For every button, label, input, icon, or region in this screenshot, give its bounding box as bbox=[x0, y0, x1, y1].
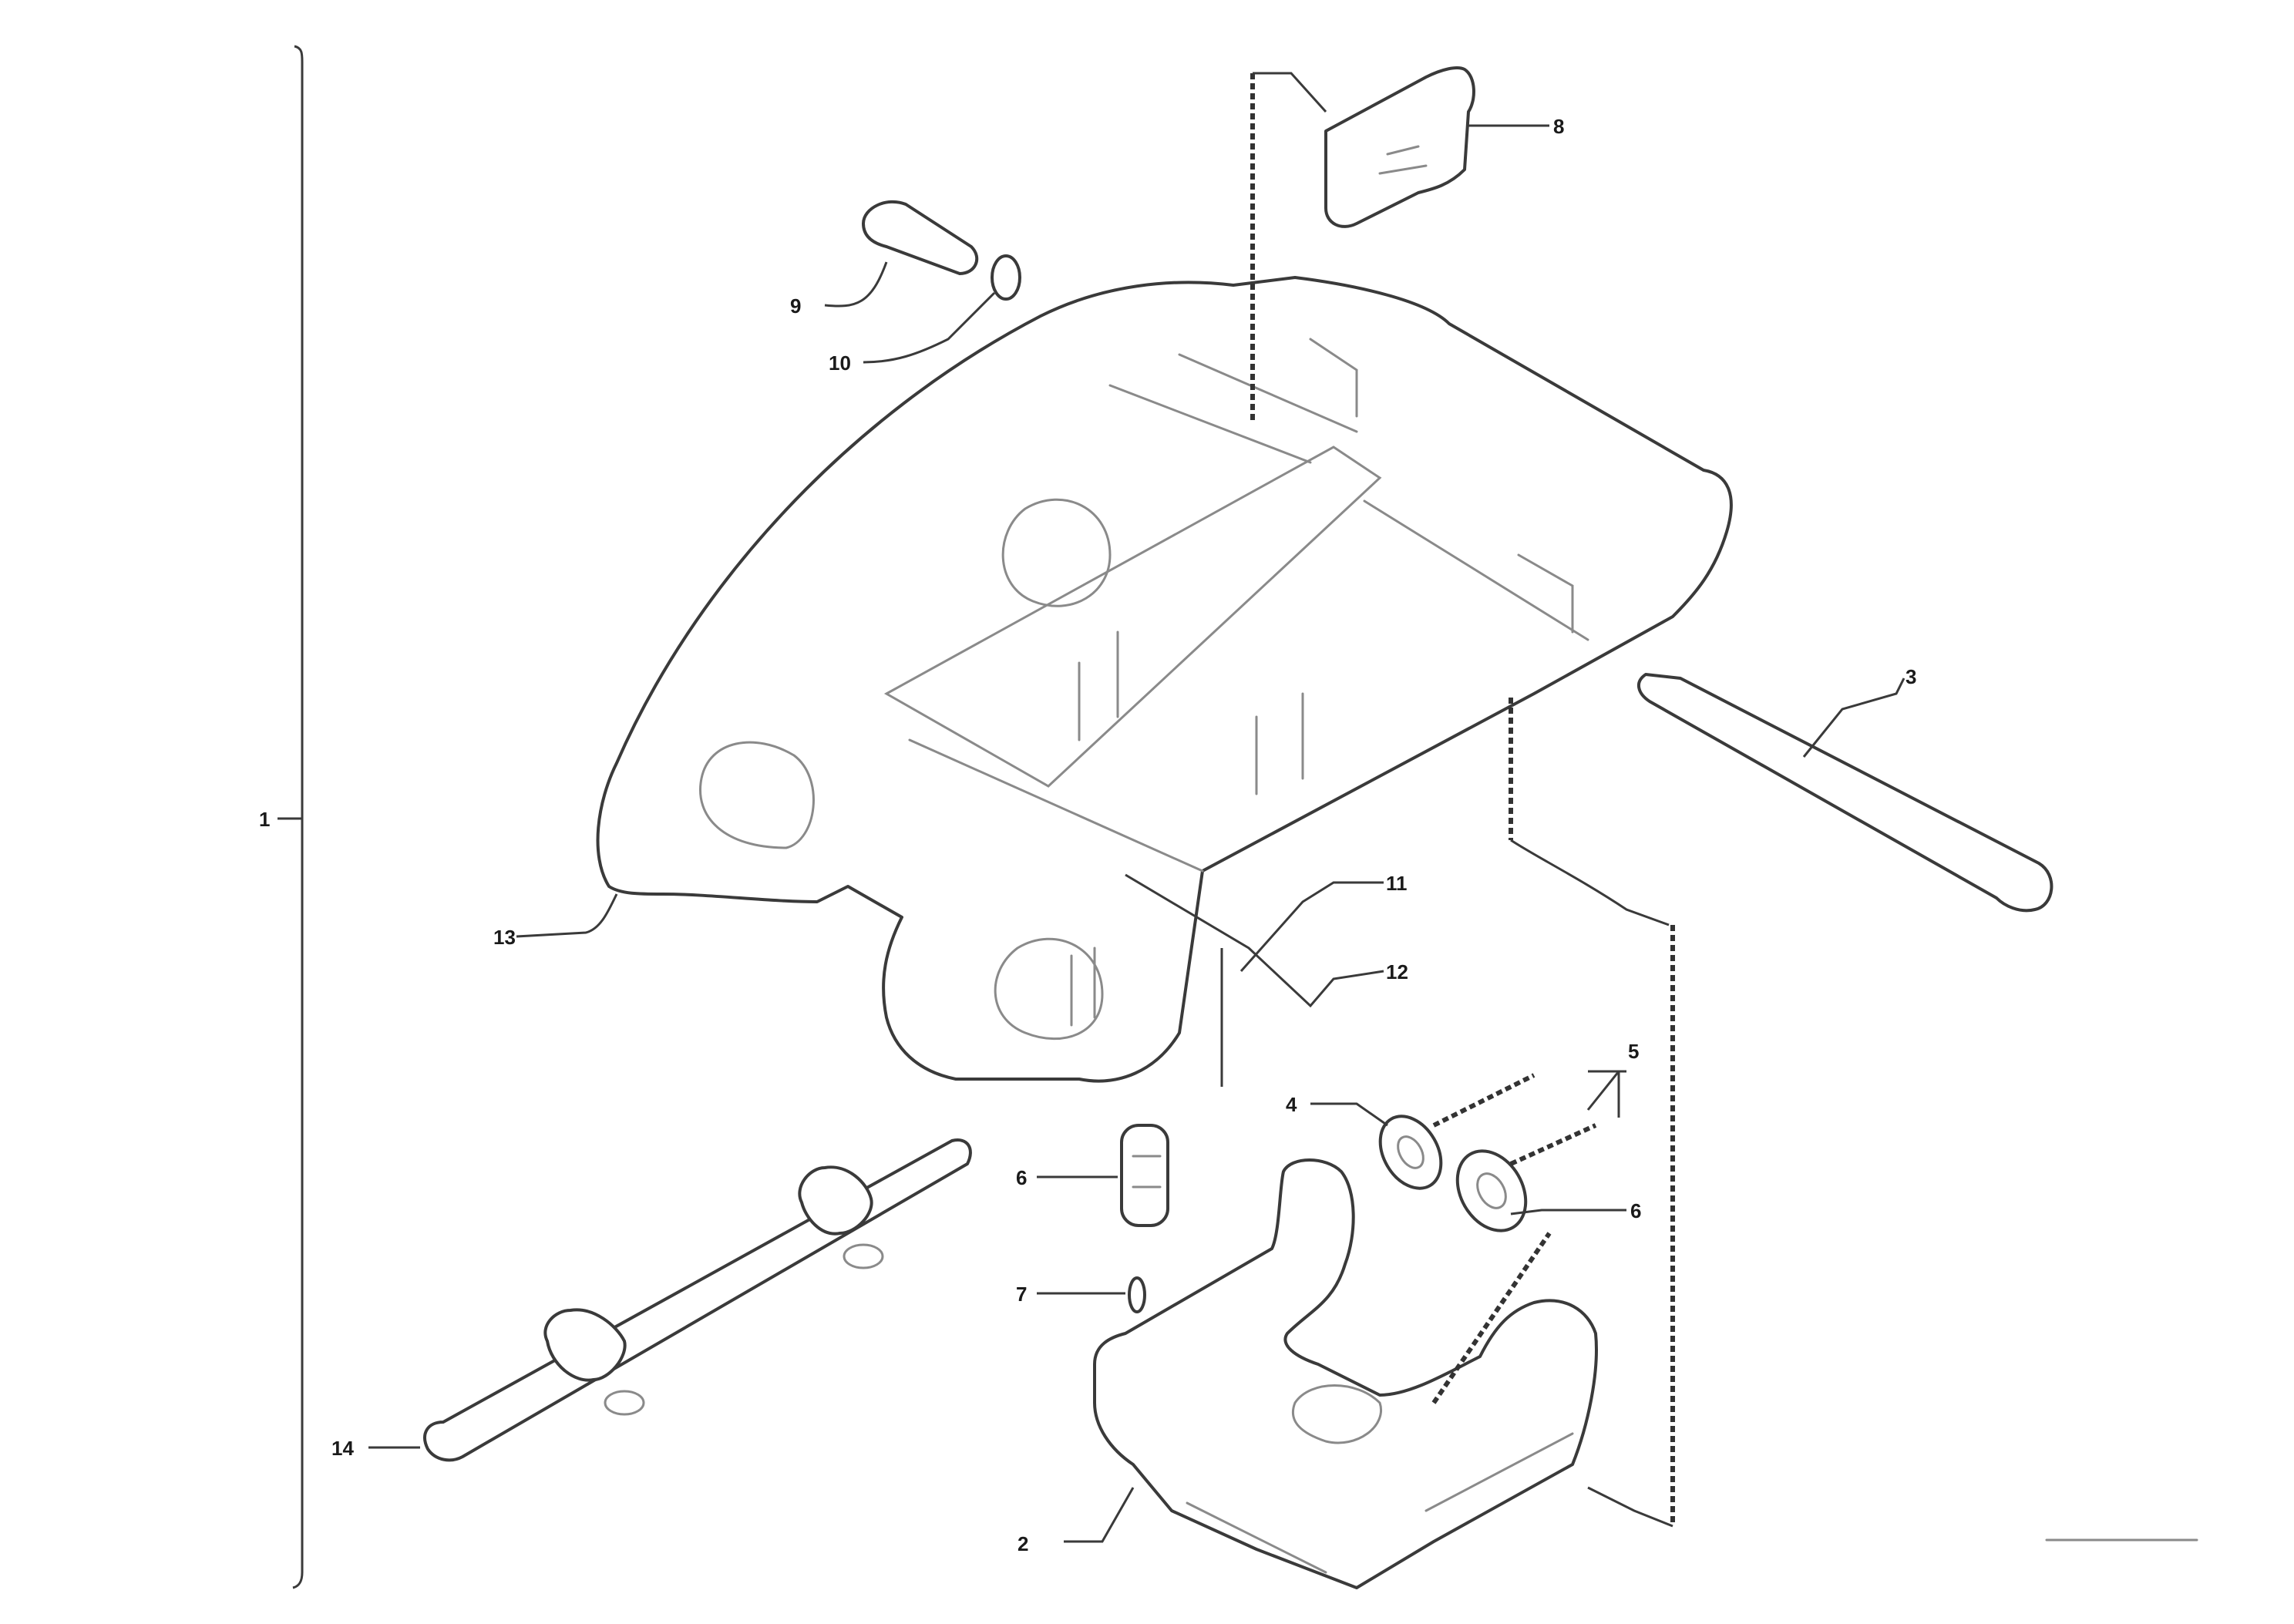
callout-6: 6 bbox=[1630, 1199, 1641, 1222]
long-pin bbox=[1637, 673, 2054, 913]
threaded-shaft bbox=[368, 1138, 972, 1462]
leader-6 bbox=[1510, 1209, 1626, 1215]
callout-7: 7 bbox=[1016, 1283, 1027, 1306]
small-bushing bbox=[1037, 1124, 1169, 1227]
leader-12 bbox=[1125, 873, 1384, 1008]
callout-14: 14 bbox=[331, 1437, 354, 1460]
leader-13 bbox=[516, 893, 618, 938]
bottom-link bbox=[1587, 1486, 1673, 1528]
callout-9: 9 bbox=[790, 294, 801, 318]
callout-12: 12 bbox=[1386, 960, 1408, 983]
top-link bbox=[1253, 72, 1327, 113]
callout-6b: 6 bbox=[1016, 1166, 1027, 1189]
callout-8: 8 bbox=[1553, 115, 1564, 138]
right-link bbox=[1510, 839, 1670, 926]
callout-1: 1 bbox=[259, 808, 270, 831]
top-plate bbox=[1324, 66, 1549, 228]
callout-11: 11 bbox=[1386, 872, 1408, 895]
assembly-bracket bbox=[278, 45, 304, 1589]
callout-4: 4 bbox=[1286, 1093, 1297, 1116]
leader-11 bbox=[1240, 881, 1384, 972]
callout-3: 3 bbox=[1906, 665, 1916, 688]
cover-bolt-dashed bbox=[1431, 1232, 1552, 1404]
callout-5: 5 bbox=[1628, 1040, 1639, 1063]
callout-2: 2 bbox=[1018, 1532, 1028, 1555]
top-bolt bbox=[824, 200, 1021, 364]
bracket-housing bbox=[596, 276, 1733, 1083]
callout-13: 13 bbox=[493, 926, 516, 949]
o-ring bbox=[1037, 1276, 1146, 1313]
washer-left bbox=[1378, 1115, 1443, 1190]
callout-10: 10 bbox=[829, 351, 851, 375]
leader-4 bbox=[1310, 1102, 1388, 1127]
side-cover bbox=[1093, 1158, 1598, 1589]
leader-2 bbox=[1064, 1487, 1135, 1543]
washer-right bbox=[1455, 1149, 1528, 1232]
bolts-5 bbox=[1432, 1070, 1626, 1166]
